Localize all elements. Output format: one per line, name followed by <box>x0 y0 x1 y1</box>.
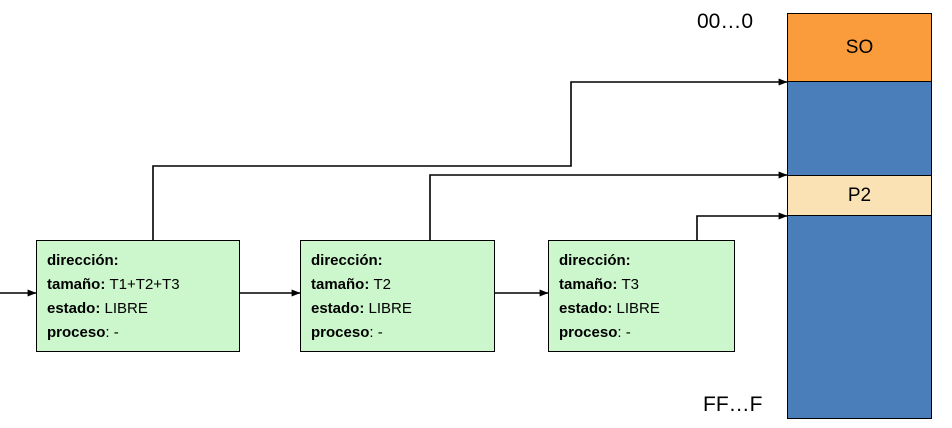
address-pointer-1 <box>152 78 788 240</box>
descriptor-1-key-direccion: dirección: <box>47 252 119 269</box>
descriptor-2-field-tamano: tamaño: T2 <box>311 273 494 297</box>
descriptor-1-field-tamano: tamaño: T1+T2+T3 <box>47 273 239 297</box>
descriptor-3-key-direccion: dirección: <box>559 252 631 269</box>
descriptor-1-key-estado: estado: <box>47 300 101 317</box>
descriptor-2-field-estado: estado: LIBRE <box>311 297 494 321</box>
memory-top-address-label: 00…0 <box>697 10 754 33</box>
memory-map: SO P2 <box>787 13 932 419</box>
memory-band-free-lower[interactable] <box>788 216 931 418</box>
descriptor-3-field-estado: estado: LIBRE <box>559 297 734 321</box>
descriptor-3-value-estado: LIBRE <box>616 300 660 317</box>
descriptor-1-field-estado: estado: LIBRE <box>47 297 239 321</box>
free-block-descriptor-3[interactable]: dirección: tamaño: T3 estado: LIBRE proc… <box>548 240 735 352</box>
descriptor-1-key-tamano: tamaño: <box>47 276 106 293</box>
descriptor-2-field-proceso: proceso: - <box>311 321 494 345</box>
descriptor-2-value-estado: LIBRE <box>368 300 412 317</box>
descriptor-3-key-estado: estado: <box>559 300 613 317</box>
descriptor-2-key-estado: estado: <box>311 300 365 317</box>
descriptor-2-key-tamano: tamaño: <box>311 276 370 293</box>
descriptor-2-field-direccion: dirección: <box>311 249 494 273</box>
descriptor-3-field-tamano: tamaño: T3 <box>559 273 734 297</box>
descriptor-1-value-tamano: T1+T2+T3 <box>109 276 180 293</box>
descriptor-3-field-proceso: proceso: - <box>559 321 734 345</box>
memory-band-os-label: SO <box>845 36 874 58</box>
memory-band-p2[interactable]: P2 <box>788 176 931 216</box>
descriptor-3-key-proceso: proceso <box>559 324 618 341</box>
descriptor-2-value-proceso: : - <box>369 324 383 341</box>
free-block-descriptor-1[interactable]: dirección: tamaño: T1+T2+T3 estado: LIBR… <box>36 240 240 352</box>
descriptor-3-key-tamano: tamaño: <box>559 276 618 293</box>
descriptor-1-key-proceso: proceso <box>47 324 106 341</box>
free-block-descriptor-2[interactable]: dirección: tamaño: T2 estado: LIBRE proc… <box>300 240 495 352</box>
memory-bottom-address-label: FF…F <box>703 393 763 416</box>
descriptor-1-field-direccion: dirección: <box>47 249 239 273</box>
descriptor-1-field-proceso: proceso: - <box>47 321 239 345</box>
memory-band-os[interactable]: SO <box>788 14 931 82</box>
descriptor-2-key-direccion: dirección: <box>311 252 383 269</box>
descriptor-1-value-estado: LIBRE <box>104 300 148 317</box>
descriptor-3-value-tamano: T3 <box>621 276 640 293</box>
descriptor-3-field-direccion: dirección: <box>559 249 734 273</box>
memory-band-free-upper[interactable] <box>788 82 931 176</box>
descriptor-2-value-tamano: T2 <box>373 276 392 293</box>
descriptor-3-value-proceso: : - <box>617 324 631 341</box>
memory-band-p2-label: P2 <box>847 184 872 206</box>
descriptor-1-value-proceso: : - <box>105 324 119 341</box>
descriptor-2-key-proceso: proceso <box>311 324 370 341</box>
